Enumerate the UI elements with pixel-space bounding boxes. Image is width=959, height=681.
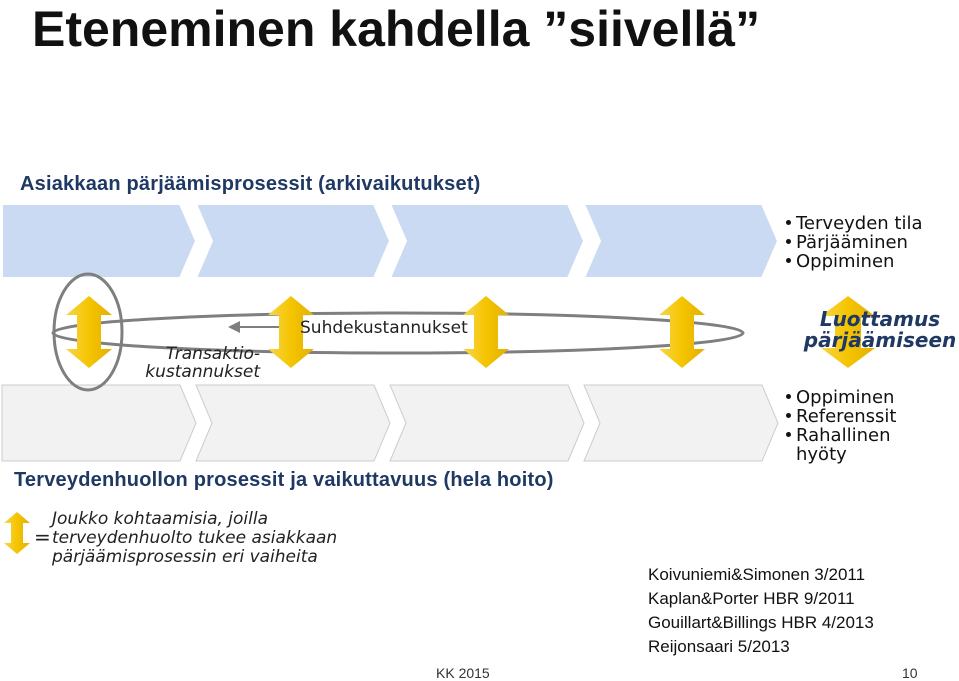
legend-equals: = (34, 525, 51, 549)
touchpoint-arrow-1 (66, 296, 112, 368)
trust-arrow (821, 296, 875, 368)
list-item: Terveyden tila (786, 214, 923, 233)
page-title: Eteneminen kahdella ”siivellä” (32, 1, 761, 57)
touchpoint-arrow-3 (463, 296, 509, 368)
list-item: Pärjääminen (786, 233, 923, 252)
healthcare-process-chevrons (1, 384, 779, 462)
customer-outcome-list: Terveyden tila Pärjääminen Oppiminen (786, 214, 923, 271)
customer-process-step-2 (194, 203, 392, 279)
list-item: Oppiminen (786, 388, 897, 407)
touchpoint-arrow-2 (268, 296, 314, 368)
relationship-costs-label: Suhdekustannukset (300, 318, 468, 338)
legend-description: Joukko kohtaamisia, joilla terveydenhuol… (52, 509, 338, 567)
reference-item: Reijonsaari 5/2013 (648, 637, 790, 656)
list-item: Rahallinen (786, 426, 897, 445)
touchpoint-arrows (4, 296, 875, 554)
transaction-circle (52, 272, 124, 392)
page-number: 10 (902, 665, 918, 681)
references-list: Koivuniemi&Simonen 3/2011 Kaplan&Porter … (648, 563, 874, 659)
customer-process-step-3 (388, 203, 586, 279)
healthcare-process-heading: Terveydenhuollon prosessit ja vaikuttavu… (14, 469, 554, 491)
list-item: Oppiminen (786, 252, 923, 271)
list-item-continuation: hyöty (796, 444, 847, 465)
customer-process-step-4 (582, 203, 780, 279)
touchpoint-arrow-4 (659, 296, 705, 368)
footer-label: KK 2015 (436, 665, 490, 681)
trust-label: Luottamus pärjäämiseen (803, 307, 957, 352)
relationship-arrow-head (228, 321, 240, 333)
healthcare-process-step-2 (195, 384, 391, 462)
healthcare-outcome-list: Oppiminen Referenssit Rahallinen hyöty (786, 388, 897, 464)
healthcare-process-step-3 (389, 384, 585, 462)
healthcare-process-step-4 (583, 384, 779, 462)
customer-process-step-1 (1, 203, 198, 279)
reference-item: Kaplan&Porter HBR 9/2011 (648, 589, 855, 608)
transaction-costs-label: Transaktio- kustannukset (145, 344, 260, 382)
reference-item: Koivuniemi&Simonen 3/2011 (648, 565, 866, 584)
healthcare-process-step-1 (1, 384, 197, 462)
customer-process-chevrons (1, 203, 780, 279)
reference-item: Gouillart&Billings HBR 4/2013 (648, 613, 874, 632)
legend-arrow-icon (4, 512, 30, 554)
customer-process-heading: Asiakkaan pärjäämisprosessit (arkivaikut… (20, 173, 481, 195)
list-item: Referenssit (786, 407, 897, 426)
